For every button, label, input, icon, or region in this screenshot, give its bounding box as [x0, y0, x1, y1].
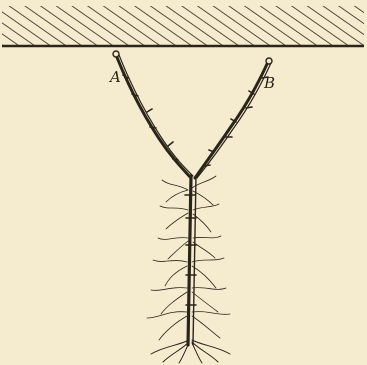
main-stem: [185, 176, 196, 345]
right-branch: [195, 58, 272, 178]
left-branch: [113, 51, 193, 178]
label-a: A: [108, 68, 121, 86]
label-b: B: [263, 74, 275, 92]
basal-roots: [151, 340, 230, 363]
ceiling-hatching: [2, 6, 364, 46]
